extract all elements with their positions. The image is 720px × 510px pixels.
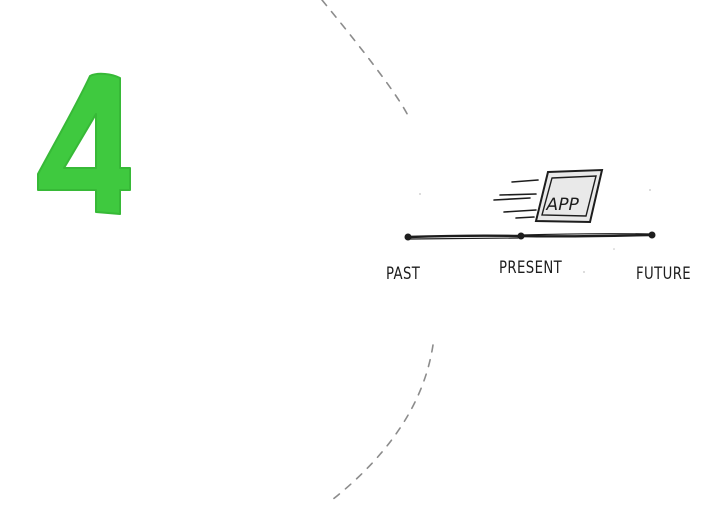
- app-box: APP: [534, 168, 604, 224]
- pencil-specks: [419, 189, 651, 273]
- present-node: [517, 232, 525, 240]
- future-label: FUTURE: [636, 264, 692, 284]
- past-node: [404, 233, 412, 241]
- step-number-4: [37, 72, 131, 215]
- motion-lines: [493, 179, 539, 219]
- timeline-sketch: APP: [404, 168, 656, 273]
- future-node: [648, 231, 656, 239]
- past-label: PAST: [386, 264, 421, 284]
- app-label: APP: [544, 195, 580, 215]
- timeline-line: [406, 233, 653, 240]
- present-label: PRESENT: [499, 258, 563, 278]
